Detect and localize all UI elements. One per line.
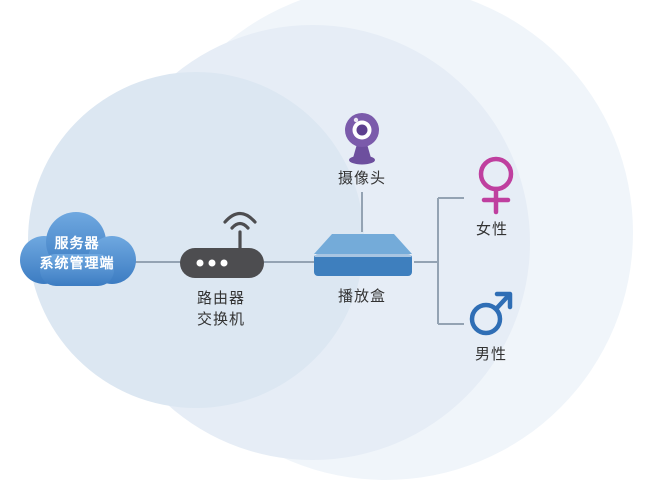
male-symbol-arrowhead [494, 291, 513, 310]
player-box-seam [315, 254, 411, 257]
server-cloud-label-line1: 服务器 [54, 235, 100, 251]
camera-icon [345, 113, 379, 165]
camera-neck [353, 144, 371, 158]
server-cloud-icon [20, 212, 136, 286]
male-symbol-circle [469, 302, 503, 336]
female-symbol-circle [478, 156, 514, 192]
female-icon [478, 156, 514, 215]
male-label: 男性 [474, 346, 507, 363]
player-box-icon [314, 234, 412, 276]
male-icon [469, 291, 513, 336]
player-box-front-face [314, 254, 412, 276]
camera-highlight [353, 117, 359, 123]
server-cloud-label: 服务器 系统管理端 [10, 233, 144, 273]
cloud-shape [20, 212, 136, 286]
female-label: 女性 [475, 221, 508, 238]
wifi-signal-icon [223, 211, 257, 250]
router-led-dots [196, 259, 228, 267]
wifi-arc-small [230, 221, 250, 230]
player-box-top-face [314, 234, 412, 254]
router-label-line1: 路由器 [196, 290, 245, 307]
male-symbol-arrow-shaft [493, 292, 512, 312]
male-symbol-group [469, 291, 513, 336]
female-symbol-group [478, 156, 514, 215]
router-label-line2: 交换机 [196, 311, 245, 328]
camera-lens [356, 124, 368, 136]
wifi-arc-large [223, 211, 257, 224]
player-box-label: 播放盒 [337, 288, 386, 305]
router-icon [180, 211, 264, 278]
camera-label: 摄像头 [337, 170, 386, 187]
connector-lines-group [134, 192, 464, 325]
server-cloud-label-line2: 系统管理端 [39, 255, 115, 271]
